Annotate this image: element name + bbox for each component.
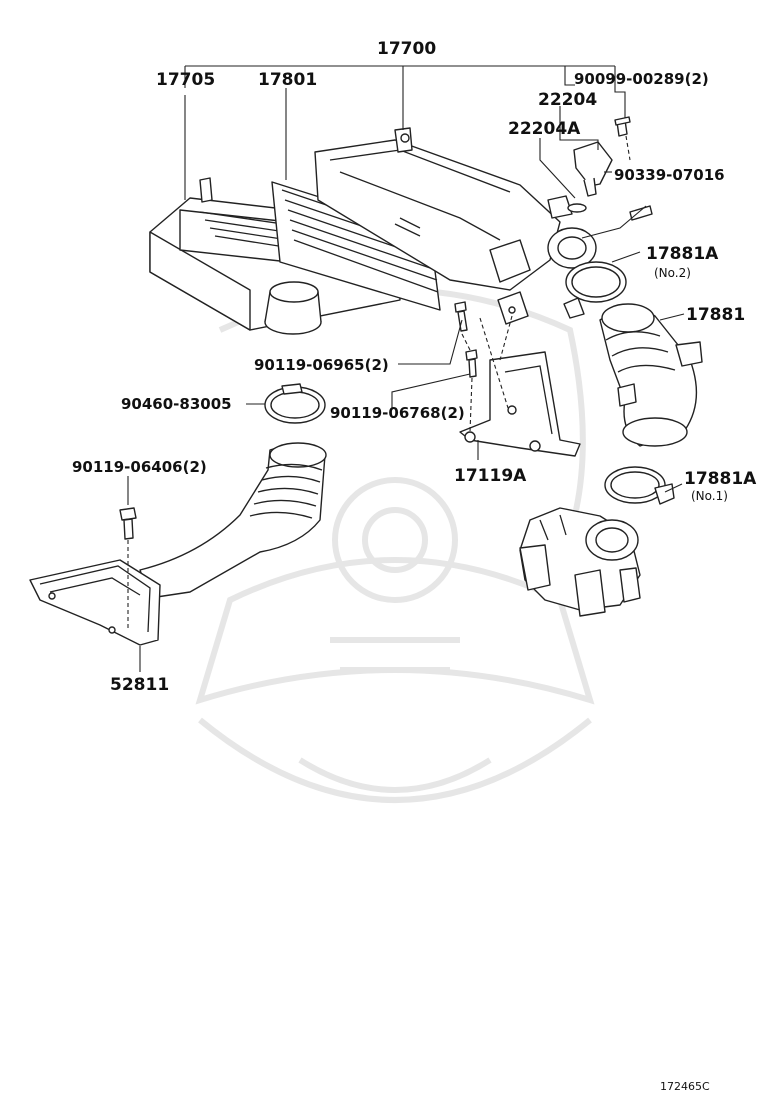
label-bolt-06768: 90119-06768(2) bbox=[330, 404, 465, 422]
label-hose-17881: 17881 bbox=[686, 305, 745, 325]
label-clamp-90460: 90460-83005 bbox=[121, 395, 232, 413]
label-clamp-17881A-no2: 17881A bbox=[646, 244, 719, 264]
label-bolt-06406: 90119-06406(2) bbox=[72, 458, 207, 476]
label-element-17801: 17801 bbox=[258, 70, 317, 90]
figure-code: 172465C bbox=[660, 1080, 710, 1093]
label-sensor-22204: 22204 bbox=[538, 90, 597, 110]
label-clamp-no2-note: (No.2) bbox=[654, 266, 691, 280]
bolt-06965 bbox=[454, 301, 468, 332]
label-clip-90339: 90339-07016 bbox=[614, 166, 725, 184]
leader-lines bbox=[127, 65, 685, 672]
label-inlet-52811: 52811 bbox=[110, 675, 169, 695]
label-assembly-17700: 17700 bbox=[377, 39, 436, 59]
label-bracket-17119A: 17119A bbox=[454, 466, 527, 486]
hose-clamp-no2 bbox=[563, 261, 627, 319]
inlet-duct bbox=[139, 442, 327, 599]
label-case-17705: 17705 bbox=[156, 70, 215, 90]
bolt-06406 bbox=[119, 507, 137, 540]
label-clamp-17881A-no1: 17881A bbox=[684, 469, 757, 489]
air-cleaner-cap bbox=[314, 127, 597, 291]
label-clamp-no1-note: (No.1) bbox=[691, 489, 728, 503]
air-inlet bbox=[29, 559, 161, 646]
bolt-06768 bbox=[465, 349, 478, 378]
hose-clamp-no1 bbox=[604, 466, 675, 505]
hose-clamp-90460 bbox=[264, 383, 326, 424]
assembly-dashes bbox=[127, 135, 631, 630]
label-bolt-06965: 90119-06965(2) bbox=[254, 356, 389, 374]
watermark-emblem bbox=[195, 287, 595, 803]
intake-hose bbox=[599, 303, 703, 447]
airflow-meter-group bbox=[567, 116, 653, 221]
label-gasket-22204A: 22204A bbox=[508, 119, 581, 139]
throttle-body bbox=[519, 507, 641, 617]
label-bolt-90099: 90099-00289(2) bbox=[574, 70, 709, 88]
case-bracket bbox=[497, 291, 529, 325]
bracket bbox=[459, 351, 581, 457]
